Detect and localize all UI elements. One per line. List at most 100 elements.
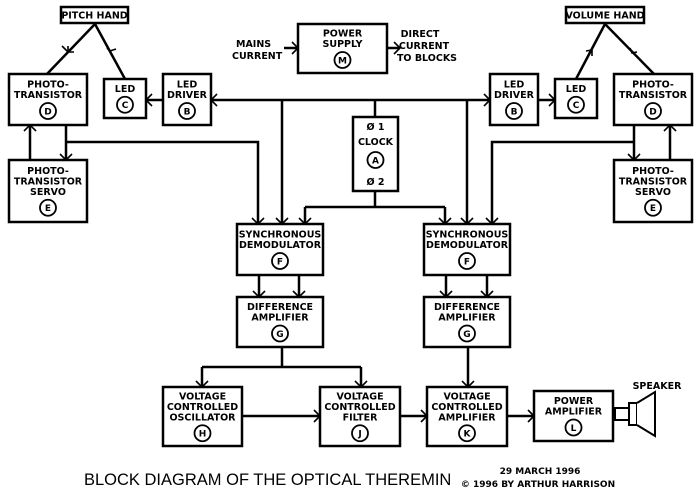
- block-label: DIFFERENCE: [247, 302, 313, 313]
- pitch-reflect-arrowhead: [67, 46, 74, 53]
- led-left-emit-arrowhead: [106, 47, 117, 52]
- block-label: SERVO: [635, 187, 671, 198]
- block-id-circle: [178, 102, 196, 120]
- dc-label-line2: CURRENT: [399, 41, 450, 52]
- block-label: AMPLIFIER: [545, 407, 603, 418]
- block-label: Ø 2: [367, 177, 385, 188]
- block-label: SYNCHRONOUS: [239, 230, 322, 241]
- block-label: DEMODULATOR: [239, 240, 322, 251]
- block-id-circle: [351, 424, 369, 443]
- block-label: DEMODULATOR: [426, 240, 509, 251]
- speaker-icon: [614, 390, 656, 438]
- block-id-circle: [366, 151, 385, 169]
- mains-label-line1: MAINS: [236, 39, 271, 50]
- connections: [23, 23, 677, 423]
- volume-hand-to-pt: [604, 23, 655, 75]
- block-id: K: [464, 430, 472, 440]
- pt-right-to-demod: [490, 140, 634, 224]
- block-label: DRIVER: [494, 90, 535, 101]
- block-led-right: LED C: [553, 77, 599, 120]
- block-label: DIFFERENCE: [434, 302, 500, 313]
- block-label: VOLTAGE: [336, 391, 383, 402]
- block-id-circle: [644, 102, 662, 120]
- block-id-circle: [567, 95, 585, 114]
- block-label: LED: [566, 84, 587, 95]
- block-label: LED: [177, 80, 198, 91]
- dc-label-line1: DIRECT: [401, 29, 440, 40]
- block-label: FILTER: [343, 412, 378, 423]
- block-id-circle: [193, 424, 212, 443]
- block-label: TRANSISTOR: [14, 90, 83, 101]
- block-label: PHOTO-: [632, 80, 674, 91]
- block-label: Ø 1: [367, 122, 385, 133]
- block-label: POWER: [323, 29, 363, 40]
- block-label: CLOCK: [358, 137, 394, 148]
- block-id: J: [357, 430, 361, 440]
- block-id: F: [277, 257, 283, 267]
- block-id: D: [649, 107, 656, 117]
- block-id-circle: [564, 418, 583, 437]
- block-id: C: [122, 101, 129, 111]
- block-label: TRANSISTOR: [619, 176, 688, 187]
- speaker-label: SPEAKER: [633, 381, 682, 392]
- block-id: B: [184, 107, 191, 117]
- block-id: A: [372, 156, 379, 166]
- block-id-circle: [271, 324, 289, 343]
- block-id: F: [464, 257, 470, 267]
- block-label: TRANSISTOR: [14, 176, 83, 187]
- block-label: TRANSISTOR: [619, 90, 688, 101]
- block-label: LED: [115, 84, 136, 95]
- block-id-circle: [39, 102, 57, 120]
- diagram-title: BLOCK DIAGRAM OF THE OPTICAL THEREMIN: [84, 471, 451, 489]
- led-to-volume-hand: [574, 23, 607, 80]
- block-id: B: [511, 107, 518, 117]
- block-label: SERVO: [30, 187, 66, 198]
- volume-reflect-arrowhead: [629, 47, 638, 54]
- block-label: PITCH HAND: [61, 11, 127, 22]
- block-box: [564, 5, 646, 25]
- block-box: [59, 5, 130, 25]
- block-pt-right: PHOTO-TRANSISTOR D: [612, 72, 694, 127]
- arrowhead: [393, 41, 402, 55]
- block-label: SUPPLY: [323, 39, 363, 50]
- block-label: PHOTO-: [632, 166, 674, 177]
- block-label: VOLTAGE: [443, 391, 490, 402]
- block-label: VOLUME HAND: [565, 11, 644, 22]
- block-pitch-hand: PITCH HAND: [59, 5, 130, 25]
- block-label: OSCILLATOR: [169, 412, 236, 423]
- block-led-left: LED C: [102, 77, 148, 120]
- block-id-circle: [39, 198, 57, 217]
- block-label: CONTROLLED: [431, 402, 502, 413]
- block-id-circle: [505, 102, 523, 120]
- pt-left-to-demod: [66, 140, 260, 224]
- diagram-copyright: © 1996 BY ARTHUR HARRISON: [461, 480, 615, 490]
- block-id: H: [199, 430, 207, 440]
- block-id: L: [571, 424, 577, 434]
- block-id-circle: [458, 424, 476, 443]
- block-id-circle: [458, 324, 476, 343]
- block-id-circle: [116, 95, 134, 114]
- block-clock: Ø 1 CLOCK Ø 2 A: [351, 115, 400, 193]
- block-id-circle: [333, 51, 352, 69]
- block-label: PHOTO-: [27, 80, 69, 91]
- dc-label-line3: TO BLOCKS: [397, 53, 457, 64]
- block-label: DRIVER: [167, 90, 208, 101]
- block-id: E: [650, 204, 656, 214]
- diagram-date: 29 MARCH 1996: [500, 467, 581, 477]
- block-id: C: [573, 101, 580, 111]
- block-id-circle: [644, 198, 662, 217]
- block-id: M: [338, 56, 347, 66]
